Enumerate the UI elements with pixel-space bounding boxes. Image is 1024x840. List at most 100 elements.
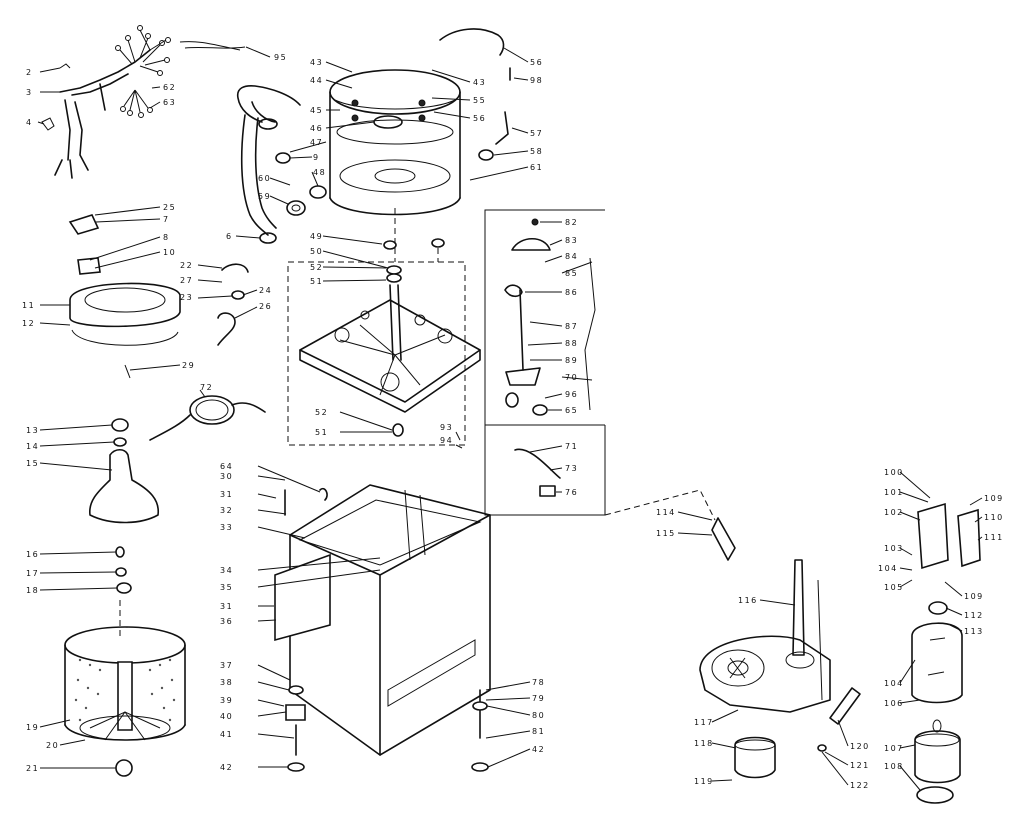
part-label: 20 [46, 741, 59, 750]
connection-lines [119, 208, 716, 640]
motor-assembly [911, 502, 981, 804]
part-label: 103 [884, 544, 904, 553]
part-label: 35 [220, 583, 233, 592]
part-label: 46 [310, 124, 323, 133]
agitator-assembly [89, 418, 159, 594]
part-label: 33 [220, 523, 233, 532]
part-label: 63 [163, 98, 176, 107]
part-label: 78 [532, 678, 545, 687]
part-label: 25 [163, 203, 176, 212]
part-label: 65 [565, 406, 578, 415]
part-label: 30 [220, 472, 233, 481]
part-label: 118 [694, 739, 714, 748]
part-label: 26 [259, 302, 272, 311]
part-label: 93 [440, 423, 453, 432]
part-label: 44 [310, 76, 323, 85]
part-label: 21 [26, 764, 39, 773]
part-label: 7 [163, 215, 170, 224]
part-label: 11 [22, 301, 35, 310]
cabinet [274, 484, 491, 772]
part-label: 56 [530, 58, 543, 67]
part-label: 4 [26, 118, 33, 127]
part-label: 59 [258, 192, 271, 201]
part-label: 55 [473, 96, 486, 105]
part-label: 84 [565, 252, 578, 261]
power-cord [149, 395, 266, 441]
part-label: 120 [850, 742, 870, 751]
part-label: 111 [984, 533, 1004, 542]
part-label: 23 [180, 293, 193, 302]
part-label: 121 [850, 761, 870, 770]
spin-basket [64, 626, 186, 777]
part-label: 113 [964, 627, 984, 636]
part-label: 42 [532, 745, 545, 754]
transmission-assembly [699, 517, 861, 779]
part-label: 106 [884, 699, 904, 708]
part-label: 19 [26, 723, 39, 732]
part-number-labels: 2 3 4 95 62 63 25 7 8 10 11 12 29 22 27 … [22, 53, 1004, 790]
part-label: 70 [565, 373, 578, 382]
lid-assembly [68, 214, 181, 379]
drain-hose [236, 85, 301, 244]
part-label: 116 [738, 596, 758, 605]
part-label: 101 [884, 488, 904, 497]
part-label: 51 [315, 428, 328, 437]
part-label: 81 [532, 727, 545, 736]
part-label: 48 [313, 168, 326, 177]
part-label: 117 [694, 718, 714, 727]
part-label: 94 [440, 436, 453, 445]
part-label: 47 [310, 138, 323, 147]
part-label: 73 [565, 464, 578, 473]
part-label: 43 [473, 78, 486, 87]
part-label: 36 [220, 617, 233, 626]
part-label: 18 [26, 586, 39, 595]
part-label: 9 [313, 153, 320, 162]
part-label: 17 [26, 569, 39, 578]
part-label: 119 [694, 777, 714, 786]
part-label: 42 [220, 763, 233, 772]
part-label: 105 [884, 583, 904, 592]
tub-assembly [329, 69, 461, 216]
part-label: 24 [259, 286, 272, 295]
part-label: 95 [274, 53, 287, 62]
part-label: 98 [530, 76, 543, 85]
part-label: 109 [984, 494, 1004, 503]
part-label: 102 [884, 508, 904, 517]
part-label: 79 [532, 694, 545, 703]
part-label: 61 [530, 163, 543, 172]
part-label: 122 [850, 781, 870, 790]
part-label: 49 [310, 232, 323, 241]
part-label: 8 [163, 233, 170, 242]
part-label: 37 [220, 661, 233, 670]
part-label: 107 [884, 744, 904, 753]
part-label: 87 [565, 322, 578, 331]
leader-lines [37, 46, 983, 791]
part-label: 109 [964, 592, 984, 601]
part-label: 31 [220, 602, 233, 611]
part-label: 60 [258, 174, 271, 183]
part-label: 100 [884, 468, 904, 477]
part-label: 40 [220, 712, 233, 721]
part-label: 86 [565, 288, 578, 297]
part-label: 52 [310, 263, 323, 272]
part-label: 22 [180, 261, 193, 270]
part-label: 43 [310, 58, 323, 67]
part-label: 41 [220, 730, 233, 739]
part-label: 83 [565, 236, 578, 245]
part-label: 12 [22, 319, 35, 328]
part-label: 13 [26, 426, 39, 435]
part-label: 76 [565, 488, 578, 497]
part-label: 32 [220, 506, 233, 515]
switch-parts [217, 263, 249, 346]
part-label: 80 [532, 711, 545, 720]
part-label: 110 [984, 513, 1004, 522]
control-parts-box [484, 209, 606, 516]
part-label: 51 [310, 277, 323, 286]
part-label: 64 [220, 462, 233, 471]
part-label: 31 [220, 490, 233, 499]
part-label: 15 [26, 459, 39, 468]
part-label: 45 [310, 106, 323, 115]
part-label: 104 [878, 564, 898, 573]
part-label: 52 [315, 408, 328, 417]
part-label: 14 [26, 442, 39, 451]
